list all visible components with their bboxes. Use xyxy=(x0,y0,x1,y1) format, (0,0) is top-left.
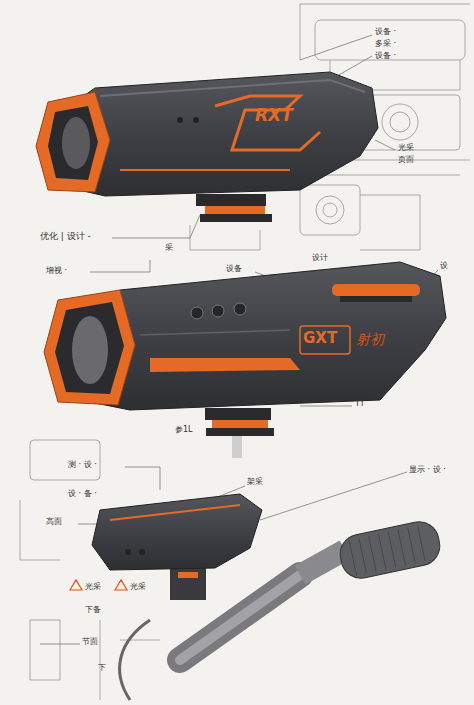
part-label: 下 xyxy=(98,664,106,673)
part-label: 设备 xyxy=(226,265,242,274)
part-label: 增视 · xyxy=(46,267,67,276)
part-label: 光采 xyxy=(398,144,414,153)
part-label: 设备 · xyxy=(375,28,396,37)
brand-logo: RXT xyxy=(255,106,293,125)
part-label: 测 · 设 · xyxy=(68,461,97,470)
mounted-unit xyxy=(70,494,443,700)
part-label: 设备 · xyxy=(375,52,396,61)
component-sketch xyxy=(20,4,470,700)
part-label: 显示 · 设 · xyxy=(409,466,446,475)
part-label: TT xyxy=(355,400,365,409)
part-label: 光采 xyxy=(130,583,146,592)
brand-logo: GXT xyxy=(303,330,337,347)
part-label: 设计 xyxy=(312,254,328,263)
part-label: 参1L xyxy=(175,426,193,435)
part-label: 多采 · xyxy=(375,40,396,49)
light-unit-main xyxy=(44,262,446,458)
part-label: 采 xyxy=(165,244,173,253)
part-label: 优化 | 设计 - xyxy=(40,232,91,242)
part-label: 光采 xyxy=(85,583,101,592)
part-label: 架采 xyxy=(247,478,263,487)
part-label: 节面 xyxy=(82,638,98,647)
part-label: 设 · 备 · xyxy=(68,490,97,499)
light-unit-top xyxy=(36,72,378,222)
brand-logo: 射初 xyxy=(356,332,384,347)
part-label: 高面 xyxy=(46,518,62,527)
part-label: 设 xyxy=(440,262,448,271)
part-label: 下备 xyxy=(85,606,101,615)
part-label: 页面 xyxy=(398,156,414,165)
